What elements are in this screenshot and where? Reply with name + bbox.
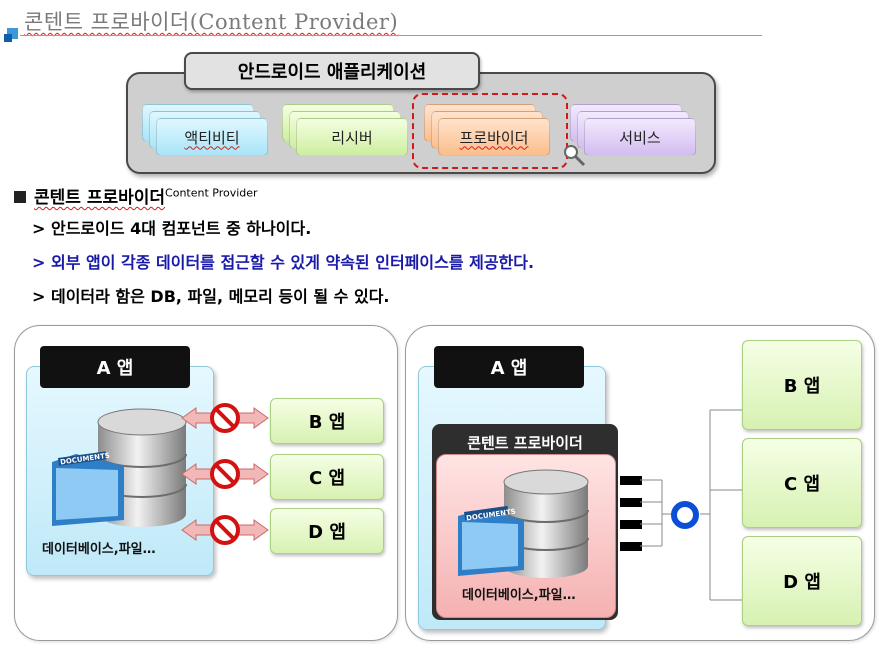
interface-port-4 [620,542,642,551]
section-heading-en: Content Provider [165,186,258,200]
bullet-line-2: > 외부 앱이 각종 데이터를 접근할 수 있게 약속된 인터페이스를 제공한다… [32,253,535,272]
interface-port-1 [620,476,642,485]
section-heading: 콘텐트 프로바이더Content Provider [14,183,258,208]
left-app-b: B 앱 [270,398,384,444]
right-database-icon [458,469,589,578]
title-underline [20,35,762,36]
right-db-label: 데이터베이스,파일… [462,588,576,603]
left-db-label: 데이터베이스,파일… [42,542,156,557]
magnifier-icon [564,145,586,167]
content-provider-label: 콘텐트 프로바이더 [467,434,583,452]
bullet-line-1: > 안드로이드 4대 컴포넌트 중 하나이다. [32,219,312,238]
component-provider-label: 프로바이더 [459,128,529,147]
bullet-line-3: > 데이터라 함은 DB, 파일, 메모리 등이 될 수 있다. [32,287,390,306]
left-app-d: D 앱 [270,508,384,554]
blocked-access-arrows [181,403,269,545]
right-app-b: B 앱 [742,340,862,430]
component-service: 서비스 [570,104,696,156]
blocked-arrow-c [181,459,269,489]
component-service-label: 서비스 [619,128,661,147]
title-accent-icon [4,28,18,42]
component-receiver: 리시버 [282,104,408,156]
left-app-a-title: A 앱 [40,346,190,388]
right-app-d: D 앱 [742,536,862,626]
blocked-arrow-d [181,515,269,545]
interface-ring-icon [671,501,699,529]
android-app-header: 안드로이드 애플리케이션 [184,52,480,90]
component-activity-label: 액티비티 [184,128,240,147]
interface-port-2 [620,498,642,507]
left-database-icon [52,408,187,527]
right-app-c: C 앱 [742,438,862,528]
square-bullet-icon [14,191,26,203]
slide-title-text: 콘텐트 프로바이더(Content Provider) [24,10,399,34]
component-activity: 액티비티 [142,104,268,156]
section-heading-text: 콘텐트 프로바이더 [34,188,166,208]
provider-highlight [412,93,568,169]
left-app-c: C 앱 [270,454,384,500]
blocked-arrow-b [181,403,269,433]
right-app-a-title: A 앱 [434,346,584,388]
component-receiver-label: 리시버 [331,128,373,147]
slide-title: 콘텐트 프로바이더(Content Provider) [24,6,398,36]
component-provider: 프로바이더 [424,104,550,156]
interface-port-3 [620,520,642,529]
